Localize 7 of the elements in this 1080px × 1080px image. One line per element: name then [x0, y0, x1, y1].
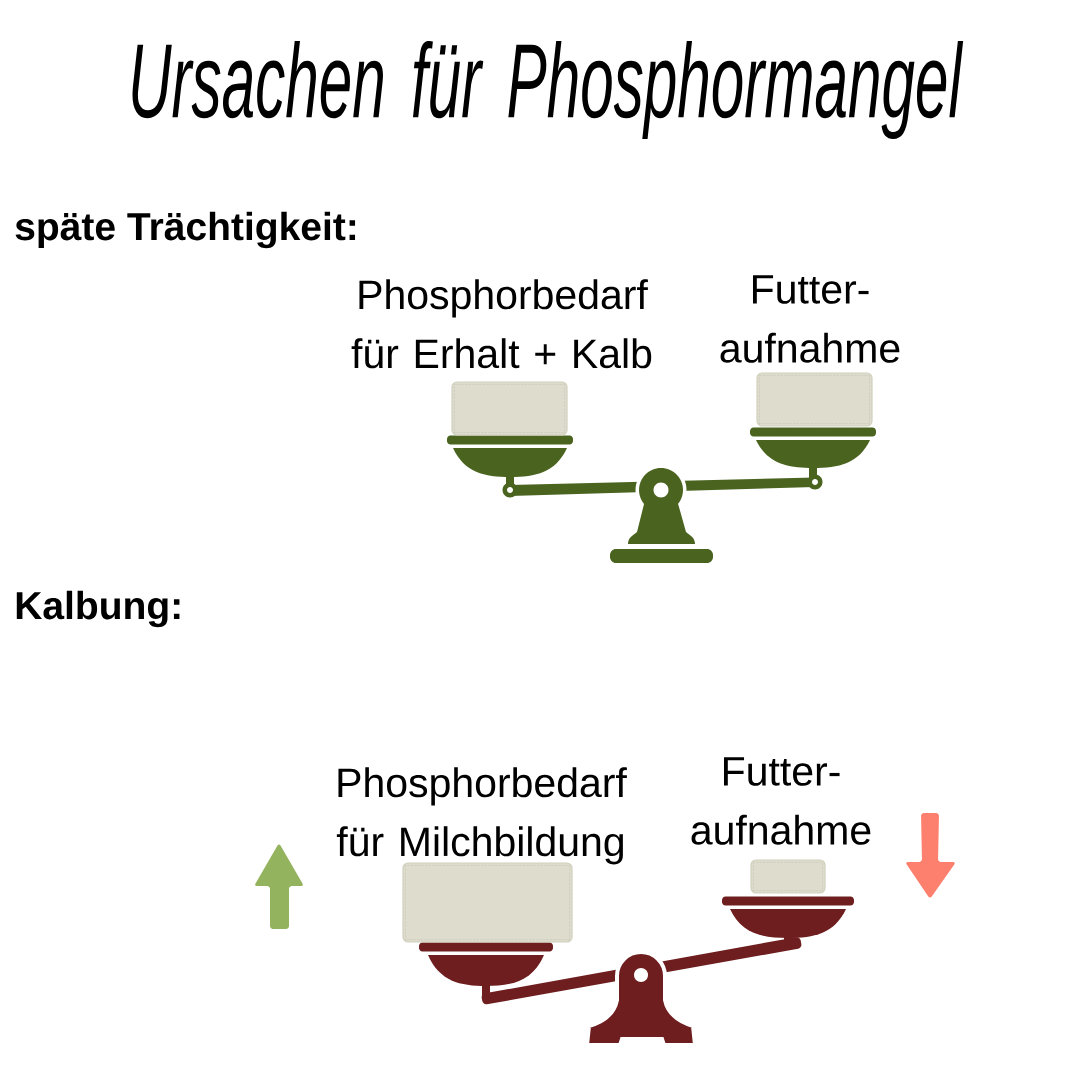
section-heading: späte Trächtigkeit:	[15, 211, 356, 249]
section-heading: Kalbung:	[16, 590, 180, 628]
title: Ursachen für Phosphormangel	[132, 41, 964, 139]
weight-label: Phosphorbedarf für Milchbildung	[336, 767, 627, 865]
weight-label: Futter- aufnahme	[691, 757, 871, 845]
weight-label: Futter- aufnahme	[720, 275, 900, 363]
weight-label: Phosphorbedarf für Erhalt + Kalb	[351, 279, 652, 369]
